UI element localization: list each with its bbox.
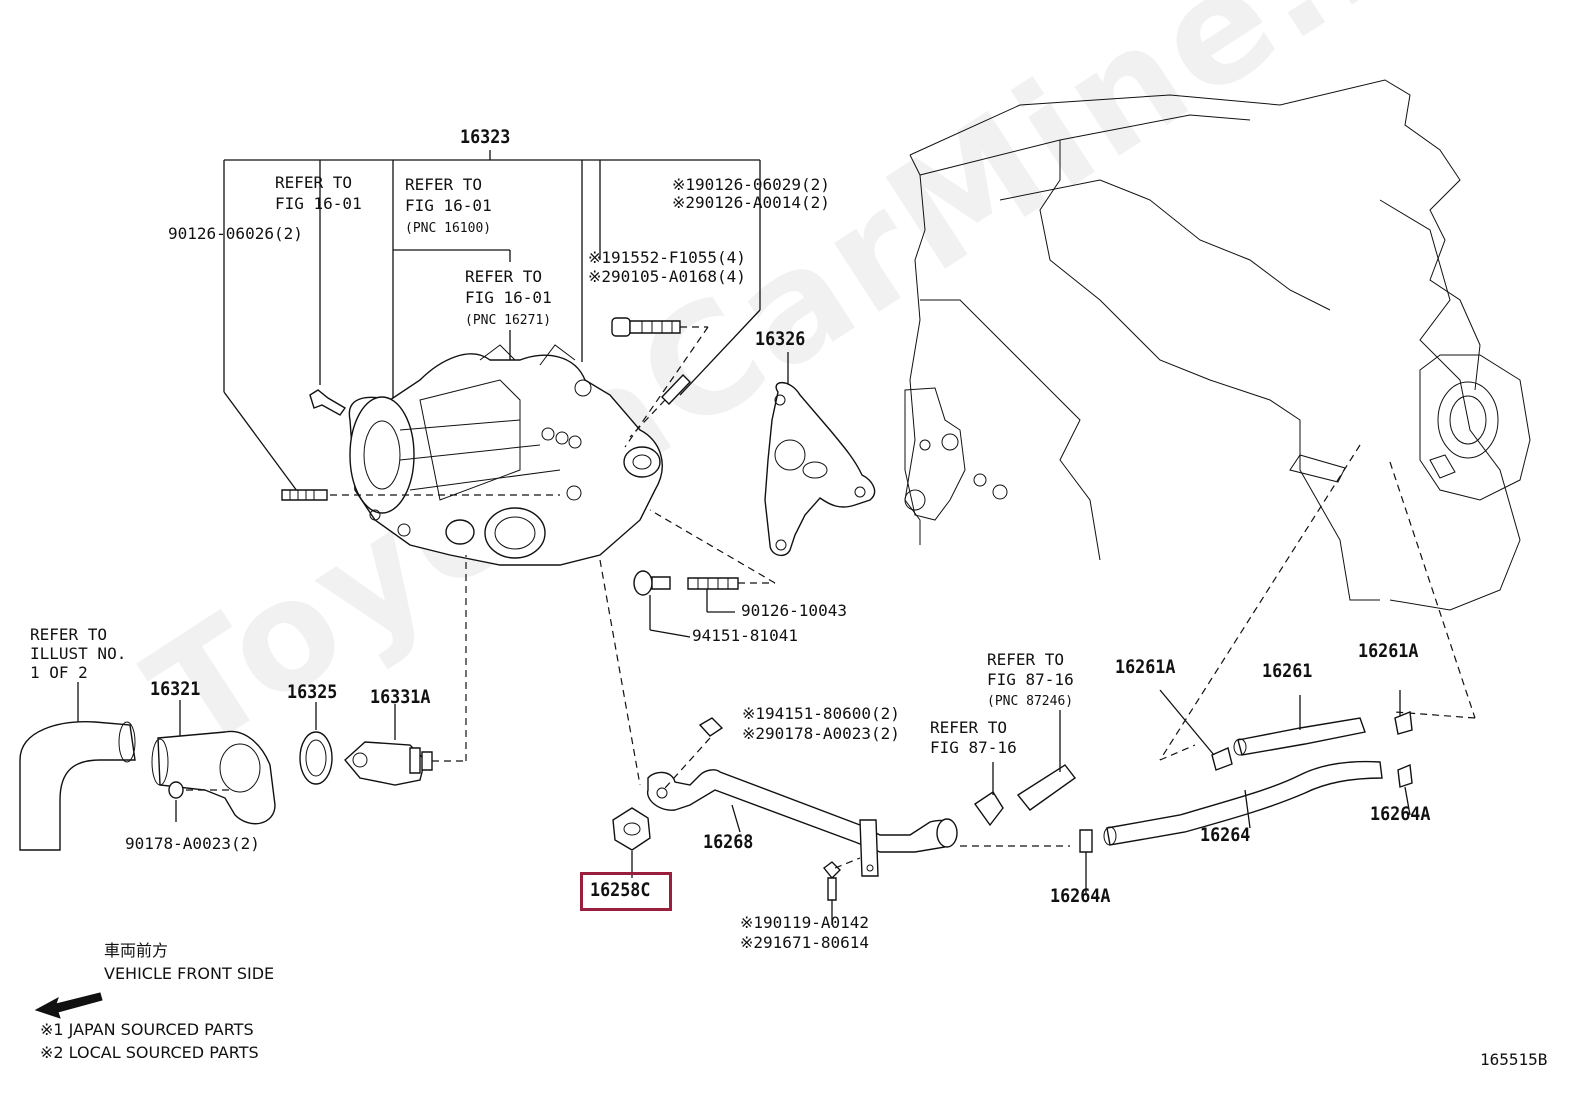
label-16325[interactable]: 16325 xyxy=(287,681,338,703)
bolt-91552-f1055[interactable]: ※191552-F1055(4)※290105-A0168(4) xyxy=(588,248,746,286)
highlight-box-16258C xyxy=(580,872,672,911)
legend-vehicle-front-side: VEHICLE FRONT SIDE xyxy=(104,964,275,983)
bolt-94151-80600[interactable]: ※194151-80600(2)※290178-A0023(2) xyxy=(742,704,900,743)
legend-note-japan-sourced: ※1 JAPAN SOURCED PARTS xyxy=(40,1020,254,1039)
pump-lower-bolts xyxy=(634,510,775,637)
label-16264A-bottom[interactable]: 16264A xyxy=(1050,885,1111,907)
pipe-16268 xyxy=(600,560,957,925)
label-16261A-right[interactable]: 16261A xyxy=(1358,640,1419,662)
label-16258C[interactable]: 16258C xyxy=(590,879,651,901)
bolt-90126-10043[interactable]: 90126-10043 xyxy=(741,601,847,620)
label-16264[interactable]: 16264 xyxy=(1200,824,1251,846)
water-pump-assembly xyxy=(349,345,662,565)
left-parts xyxy=(20,555,466,850)
pump-bolts xyxy=(282,318,708,500)
gasket-16326 xyxy=(765,352,875,555)
hoses-right xyxy=(960,690,1412,893)
label-16268[interactable]: 16268 xyxy=(703,831,754,853)
bolt-90178-a0023[interactable]: 90178-A0023(2) xyxy=(125,834,260,853)
label-16323[interactable]: 16323 xyxy=(460,126,511,148)
bolt-90119-a0142[interactable]: ※190119-A0142※291671-80614 xyxy=(740,913,869,952)
label-16261[interactable]: 16261 xyxy=(1262,660,1313,682)
bolt-94151-81041[interactable]: 94151-81041 xyxy=(692,626,798,645)
label-16261A-left[interactable]: 16261A xyxy=(1115,656,1176,678)
front-arrow-icon xyxy=(36,993,102,1018)
legend-note-local-sourced: ※2 LOCAL SOURCED PARTS xyxy=(40,1043,259,1062)
label-16326[interactable]: 16326 xyxy=(755,328,806,350)
bracket-16323 xyxy=(224,150,760,495)
label-16321[interactable]: 16321 xyxy=(150,678,201,700)
label-16331A[interactable]: 16331A xyxy=(370,686,431,708)
bolt-90126-06026[interactable]: 90126-06026(2) xyxy=(168,224,303,243)
label-16264A-right[interactable]: 16264A xyxy=(1370,803,1431,825)
bolt-90126-06029[interactable]: ※190126-06029(2)※290126-A0014(2) xyxy=(672,175,830,212)
figure-code: 165515B xyxy=(1480,1050,1548,1069)
engine-block xyxy=(905,80,1530,610)
legend-jp-front: 車両前方 xyxy=(104,941,169,960)
engine-dashes xyxy=(1160,445,1475,760)
